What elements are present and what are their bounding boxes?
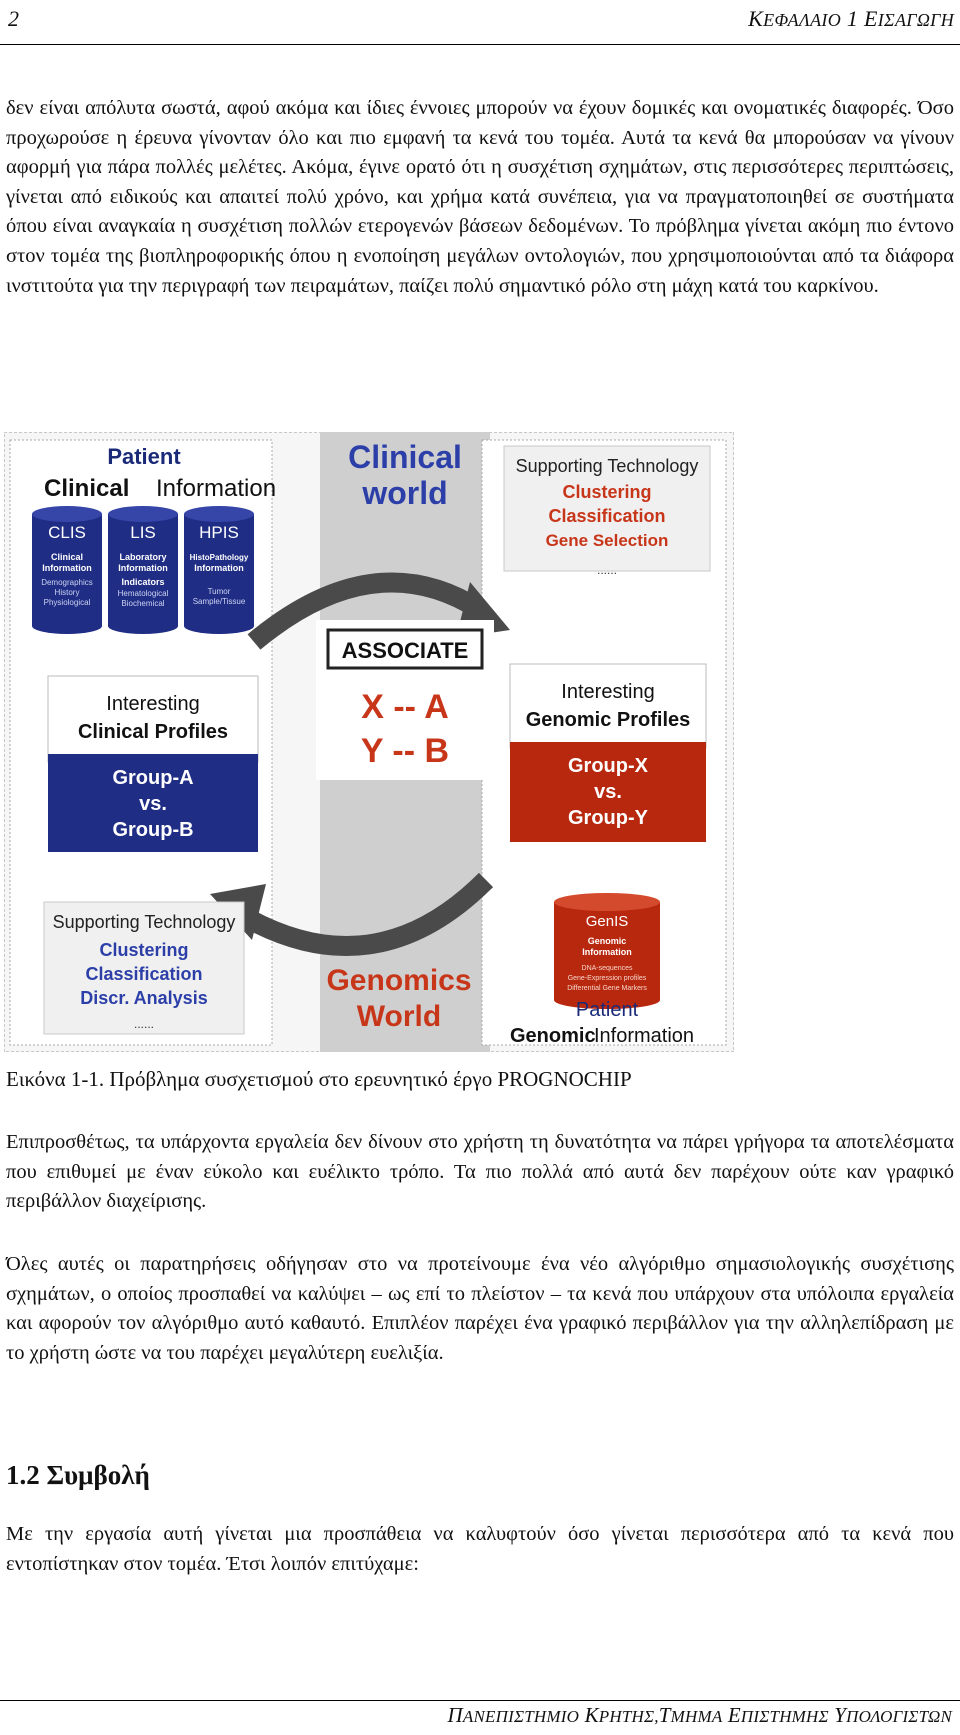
- supporting-technology-top: Supporting Technology Clustering Classif…: [503, 445, 711, 577]
- svg-text:Hematological: Hematological: [118, 589, 169, 598]
- footer-rule: [0, 1700, 960, 1701]
- svg-text:LIS: LIS: [130, 523, 156, 542]
- svg-text:Physiological: Physiological: [44, 598, 91, 607]
- svg-text:Classification: Classification: [85, 964, 202, 984]
- patient-genomic-line2b: Information: [594, 1025, 694, 1047]
- svg-text:Y -- B: Y -- B: [361, 732, 449, 770]
- svg-text:Sample/Tissue: Sample/Tissue: [193, 597, 246, 606]
- svg-text:vs.: vs.: [139, 793, 167, 815]
- svg-text:Clinical Profiles: Clinical Profiles: [78, 721, 228, 743]
- svg-text:Interesting: Interesting: [106, 693, 199, 715]
- patient-clinical-line1: Patient: [107, 444, 181, 469]
- svg-text:ASSOCIATE: ASSOCIATE: [342, 638, 469, 663]
- prognochip-figure: Patient Clinical Information Clinical wo…: [4, 432, 734, 1052]
- patient-genomic-line1: Patient: [576, 999, 639, 1021]
- clinical-world-line2: world: [361, 475, 447, 511]
- clis-database: CLIS Clinical Information Demographics H…: [32, 506, 102, 634]
- svg-text:X -- A: X -- A: [361, 688, 449, 726]
- patient-clinical-line3: Information: [156, 475, 276, 502]
- svg-text:GenIS: GenIS: [586, 913, 629, 930]
- svg-text:Supporting Technology: Supporting Technology: [516, 456, 699, 476]
- associate-box: ASSOCIATE X -- A Y -- B: [316, 620, 494, 780]
- svg-text:Genomic Profiles: Genomic Profiles: [526, 709, 691, 731]
- svg-text:Group-B: Group-B: [112, 819, 193, 841]
- paragraph-tools: Επιπροσθέτως, τα υπάρχοντα εργαλεία δεν …: [6, 1131, 954, 1213]
- svg-text:Indicators: Indicators: [121, 577, 164, 587]
- header-rule: [0, 44, 960, 45]
- svg-text:Discr. Analysis: Discr. Analysis: [80, 988, 207, 1008]
- svg-text:Interesting: Interesting: [561, 681, 654, 703]
- clinical-world-line1: Clinical: [348, 439, 462, 475]
- svg-text:Biochemical: Biochemical: [121, 599, 164, 608]
- svg-text:Supporting Technology: Supporting Technology: [53, 912, 236, 932]
- supporting-technology-bottom: Supporting Technology Clustering Classif…: [43, 901, 245, 1035]
- lis-database: LIS Laboratory Information Indicators He…: [108, 506, 178, 634]
- clinical-profiles-box: Interesting Clinical Profiles Group-A vs…: [47, 675, 259, 852]
- svg-text:HistoPathology: HistoPathology: [190, 553, 249, 562]
- svg-text:Genomic: Genomic: [588, 936, 627, 946]
- genomic-profiles-box: Interesting Genomic Profiles Group-X vs.…: [509, 663, 707, 842]
- svg-text:Group-Y: Group-Y: [568, 807, 649, 829]
- svg-text:Group-A: Group-A: [112, 767, 193, 789]
- figure-caption: Εικόνα 1-1. Πρόβλημα συσχετισμού στο ερε…: [6, 1067, 632, 1091]
- genomics-world-line2: World: [357, 1000, 441, 1033]
- svg-text:Differential Gene Markers: Differential Gene Markers: [567, 985, 647, 992]
- svg-text:Tumor: Tumor: [208, 587, 231, 596]
- svg-text:Gene Selection: Gene Selection: [546, 531, 669, 550]
- svg-text:CLIS: CLIS: [48, 523, 86, 542]
- svg-text:Gene-Expression profiles: Gene-Expression profiles: [568, 975, 647, 982]
- genomics-world-line1: Genomics: [326, 964, 471, 997]
- svg-text:......: ......: [597, 563, 617, 577]
- svg-text:Clinical: Clinical: [51, 552, 83, 562]
- hpis-database: HPIS HistoPathology Information Tumor Sa…: [184, 506, 254, 634]
- svg-text:DNA-sequences: DNA-sequences: [582, 965, 633, 972]
- genis-database: GenIS Genomic Information DNA-sequences …: [554, 893, 660, 1009]
- paragraph-contribution: Με την εργασία αυτή γίνεται μια προσπάθε…: [6, 1523, 954, 1575]
- page-header: 2 ΚΕΦΑΛΑΙΟ 1 ΕΙΣΑΓΩΓΗ: [0, 0, 960, 44]
- bottom-cycle-arrow: [234, 872, 494, 956]
- svg-text:Clustering: Clustering: [562, 482, 651, 502]
- svg-text:......: ......: [134, 1017, 154, 1031]
- svg-text:Information: Information: [582, 947, 632, 957]
- paragraph-intro: δεν είναι απόλυτα σωστά, αφού ακόμα και …: [6, 97, 954, 297]
- patient-genomic-line2a: Genomic: [510, 1025, 596, 1047]
- section-heading: 1.2 Συμβολή: [6, 1460, 150, 1490]
- svg-text:Laboratory: Laboratory: [119, 552, 166, 562]
- page-number: 2: [8, 6, 19, 31]
- svg-text:vs.: vs.: [594, 781, 622, 803]
- svg-text:Demographics: Demographics: [41, 578, 93, 587]
- paragraph-observations: Όλες αυτές οι παρατηρήσεις οδήγησαν στο …: [6, 1253, 954, 1364]
- chapter-title: ΚΕΦΑΛΑΙΟ 1 ΕΙΣΑΓΩΓΗ: [748, 6, 954, 31]
- svg-text:Group-X: Group-X: [568, 755, 649, 777]
- page-footer: ΠΑΝΕΠΙΣΤΗΜΙΟ ΚΡΗΤΗΣ,ΤΜΗΜΑ ΕΠΙΣΤΗΜΗΣ ΥΠΟΛ…: [447, 1703, 952, 1727]
- top-cycle-arrow: [247, 572, 486, 650]
- svg-text:Information: Information: [42, 563, 92, 573]
- svg-text:Classification: Classification: [548, 506, 665, 526]
- svg-text:Information: Information: [118, 563, 168, 573]
- svg-text:Information: Information: [194, 563, 244, 573]
- svg-text:History: History: [55, 588, 80, 597]
- svg-text:Clustering: Clustering: [99, 940, 188, 960]
- svg-text:HPIS: HPIS: [199, 523, 239, 542]
- patient-clinical-line2: Clinical: [44, 475, 129, 502]
